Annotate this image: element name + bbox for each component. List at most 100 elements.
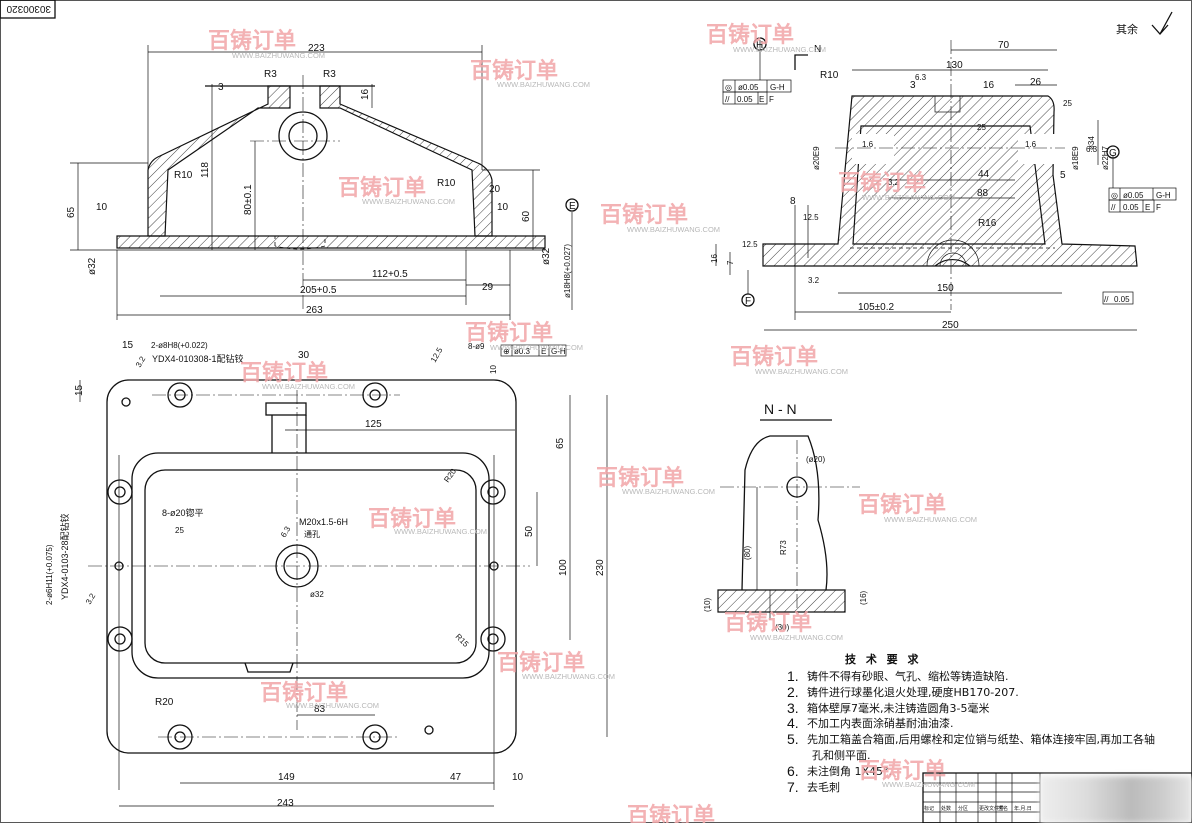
dimension-label: WWW.BAIZHUWANG.COM	[733, 45, 826, 54]
dimension-label: 去毛刺	[807, 781, 840, 794]
dimension-label: 10	[512, 772, 524, 783]
dimension-label: 20	[489, 184, 501, 195]
dimension-label: 箱体壁厚7毫米,未注铸造圆角3-5毫米	[807, 701, 989, 715]
dimension-label: 16	[360, 88, 371, 100]
dimension-label: 10	[96, 202, 108, 213]
dimension-label: 1.	[787, 668, 799, 684]
dimension-label: 243	[277, 798, 294, 809]
dimension-label: 百铸订单	[470, 58, 558, 84]
dimension-label: 4.	[787, 715, 799, 731]
dimension-label: 3.2	[134, 354, 148, 369]
outer-outline	[106, 379, 517, 754]
dimension-label: 8-ø9	[468, 342, 485, 351]
dimension-label: 7.	[787, 779, 799, 795]
dimension-label: ø32	[310, 590, 324, 599]
dimension-label: 百铸订单	[838, 170, 926, 196]
dimension-label: 112+0.5	[372, 269, 408, 280]
dimension-label: (30)	[775, 623, 790, 632]
dimension-label: WWW.BAIZHUWANG.COM	[497, 80, 590, 89]
dimension-label: 百铸订单	[497, 650, 585, 676]
dimension-label: 百铸订单	[465, 320, 553, 346]
dimension-label: 263	[306, 305, 323, 316]
surface-roughness-note: 其余	[1116, 22, 1138, 36]
dimension-label: 分区	[958, 805, 968, 812]
dimension-label: 25	[175, 526, 184, 535]
dimension-label: 65	[555, 437, 566, 449]
dimension-label: G-H	[1156, 191, 1171, 200]
dimension-label: 3	[910, 80, 916, 91]
dimension-label: 3	[218, 82, 224, 93]
dimension-label: 7	[726, 260, 735, 265]
dimension-label: 16	[983, 80, 995, 91]
dimension-label: ø34	[1087, 136, 1096, 150]
dimension-label: E	[1145, 203, 1150, 212]
dimension-label: 149	[278, 772, 295, 783]
dimension-label: 3.2	[84, 591, 98, 606]
dimension-label: 通孔	[304, 529, 320, 539]
dimension-label: 8	[790, 196, 796, 207]
dimension-label: 100	[558, 559, 569, 576]
dimension-label: 1.6	[1025, 140, 1037, 149]
dimension-label: F	[1156, 203, 1161, 212]
datum-e: E	[569, 201, 576, 212]
dimension-label: H	[756, 40, 763, 51]
dimension-label: 2-ø8H8(+0.022)	[151, 341, 208, 350]
dimension-label: ø32	[541, 247, 552, 265]
dimension-label: ø0.05	[1123, 191, 1144, 200]
dimension-label: 8-ø20锪平	[162, 507, 204, 518]
dimension-label: ø22H7	[1101, 145, 1110, 170]
dimension-label: (80)	[743, 545, 752, 560]
section-nn: N - N (ø20) R73 (80) (10) (16) (30)	[703, 401, 868, 632]
roughness-symbol-icon	[1151, 11, 1173, 35]
dimension-label: ◎	[1111, 191, 1118, 200]
dimension-label: ø18E9	[1071, 146, 1080, 170]
dimension-label: WWW.BAIZHUWANG.COM	[755, 367, 848, 376]
dimension-label: 2.	[787, 684, 799, 700]
dimension-label: (10)	[703, 597, 712, 612]
dimension-label: 47	[450, 772, 462, 783]
dimension-label: 技 术 要 求	[845, 652, 922, 666]
dimension-label: 6.	[787, 763, 799, 779]
dimension-label: 更改文件号	[979, 805, 1004, 812]
dimension-label: 125	[365, 419, 382, 430]
dimension-label: 百铸订单	[724, 610, 812, 636]
dimension-label: (ø20)	[806, 455, 825, 464]
dimension-label: 25	[977, 123, 986, 132]
dimension-label: ø32	[87, 257, 98, 275]
dimension-label: ø0.05	[738, 83, 759, 92]
dimension-label: 3.2	[888, 178, 900, 187]
dimension-label: 5	[1060, 170, 1066, 181]
dimension-label: 百铸订单	[368, 506, 456, 532]
dimension-label: //	[1104, 295, 1109, 304]
dimension-label: 铸件进行球墨化退火处理,硬度HB170-207.	[807, 685, 1019, 699]
dimension-label: 签名	[998, 805, 1008, 812]
dimension-label: 12.5	[742, 240, 758, 249]
dimension-label: 百铸订单	[600, 202, 688, 228]
dimension-label: 百铸订单	[858, 492, 946, 518]
dimension-label: 0.05	[1123, 203, 1139, 212]
drawing-number: 30300320	[6, 3, 51, 14]
dimension-label: 1.6	[862, 140, 874, 149]
dimension-label: 15	[122, 340, 134, 351]
dimension-label: WWW.BAIZHUWANG.COM	[286, 701, 379, 710]
technical-requirements: 技 术 要 求 1. 铸件不得有砂眼、气孔、缩松等铸造缺陷. 2. 铸件进行球墨化退…	[787, 652, 1155, 795]
dimension-label: 12.5	[803, 213, 819, 222]
dimension-label: ◎	[725, 83, 732, 92]
dimension-label: R3	[323, 69, 336, 80]
dimension-label: 44	[978, 169, 990, 180]
dimension-label: G	[1109, 148, 1117, 159]
dimension-label: 百铸订单	[596, 465, 684, 491]
dimension-label: R10	[437, 178, 456, 189]
dimension-label: 0.05	[737, 95, 753, 104]
dimension-label: ⊕	[503, 347, 510, 356]
dimension-label: F	[769, 95, 774, 104]
dimension-label: ø18H8(+0.027)	[563, 244, 572, 298]
dimension-label: 12.5	[429, 346, 445, 364]
dimension-label: 30	[298, 350, 310, 361]
dimension-label: 10	[497, 202, 509, 213]
dimension-label: 铸件不得有砂眼、气孔、缩松等铸造缺陷.	[807, 669, 1009, 683]
dimension-label: 百铸订单	[858, 758, 946, 784]
